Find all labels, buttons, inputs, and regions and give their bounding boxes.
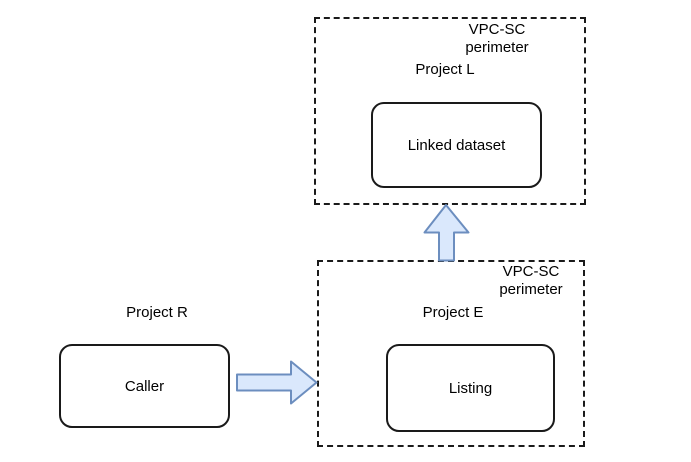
listing-label: Listing bbox=[448, 379, 493, 397]
project-l-label: Project L bbox=[415, 61, 475, 78]
linked-dataset-node: Linked dataset bbox=[371, 102, 542, 188]
caller-node: Caller bbox=[59, 344, 230, 428]
perimeter-top-label: VPC-SC perimeter bbox=[465, 21, 529, 56]
perimeter-bottom-label: VPC-SC perimeter bbox=[499, 263, 563, 298]
arrow-listing-to-linked-dataset-icon bbox=[423, 204, 470, 262]
project-r-label: Project R bbox=[126, 304, 188, 321]
project-e-label: Project E bbox=[422, 304, 484, 321]
linked-dataset-label: Linked dataset bbox=[407, 136, 506, 154]
caller-label: Caller bbox=[124, 377, 165, 395]
listing-node: Listing bbox=[386, 344, 555, 432]
arrow-caller-to-listing-icon bbox=[236, 360, 318, 405]
